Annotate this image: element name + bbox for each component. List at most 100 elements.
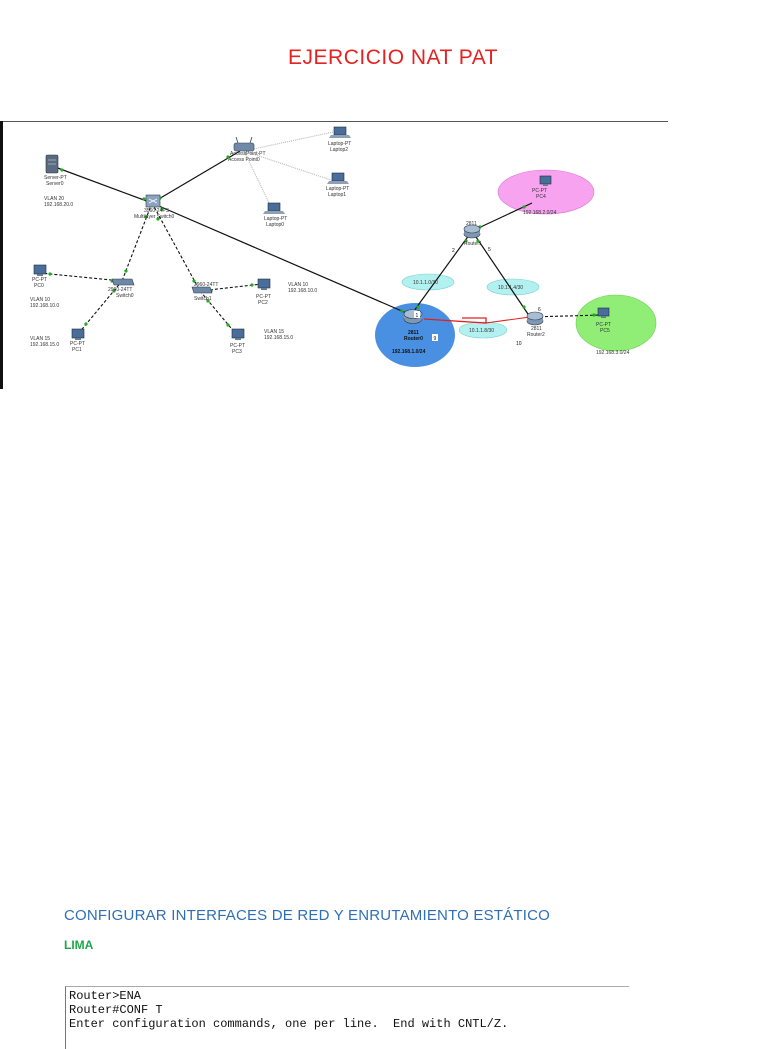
dashed-links [39, 202, 603, 335]
switch1-name-label: Switch1 [194, 296, 212, 302]
pc5-lan-net-label: 192.168.3.0/24 [596, 350, 630, 356]
vlan15-left-net-label: 192.168.15.0 [30, 342, 59, 348]
pc5-type-label: PC-PT [596, 322, 611, 328]
pc3-type-label: PC-PT [230, 343, 245, 349]
wifi-ap0-laptop0 [243, 150, 273, 210]
vlan10-left-name-label: VLAN 10 [30, 297, 50, 303]
vlan10-right-net-label: 192.168.10.0 [288, 288, 317, 294]
link-r1-r2-label-bubble [486, 278, 540, 296]
console-line: Router>ENA [69, 989, 142, 1003]
pc5-icon[interactable] [597, 307, 610, 318]
router0-lan-net-label: 192.168.1.0/24 [392, 349, 426, 355]
router1-type-label: 2811 [466, 221, 477, 227]
link-r0-r1-net-label: 10.1.1.0/30 [413, 280, 438, 286]
laptop1-type-label: Laptop-PT [326, 186, 349, 192]
router2-type-label: 2811 [531, 326, 542, 332]
switch1-icon[interactable] [191, 286, 213, 294]
vlan10-left-net-label: 192.168.10.0 [30, 303, 59, 309]
router2-name-label: Router2 [527, 332, 545, 338]
router2-if-up-number: 6 [538, 307, 541, 313]
router0-if-right-number: 9 [434, 336, 437, 342]
wifi-ap0-laptop2 [243, 130, 339, 152]
pc2-icon[interactable] [257, 278, 271, 290]
link-router1-pc4 [471, 202, 533, 232]
pc5-lan-area [575, 294, 657, 352]
pc4-icon[interactable] [539, 175, 552, 186]
pc1-name-label: PC1 [72, 347, 82, 353]
wireless-links [243, 130, 339, 210]
access-point0-name-label: Access Point0 [228, 157, 260, 163]
router0-lan-area [375, 303, 455, 367]
link-router0-router1 [410, 230, 473, 316]
link-r0-r1-label-bubble [401, 273, 455, 291]
router0-if-up-number: 1 [416, 313, 419, 319]
pc0-name-label: PC0 [34, 283, 44, 289]
link-switch1-pc3 [199, 290, 237, 335]
router2-icon[interactable] [526, 311, 544, 326]
serial-link-r0-r2-end [485, 316, 531, 324]
link-mls0-switch0 [121, 202, 153, 282]
router1-icon[interactable] [463, 224, 481, 239]
ethernet-links [54, 150, 533, 318]
link-mls0-switch1 [151, 202, 201, 292]
multilayer-switch0-icon[interactable] [145, 194, 161, 208]
laptop1-name-label: Laptop1 [328, 192, 346, 198]
pc5-name-label: PC5 [600, 328, 610, 334]
router1-if-left-number: 2 [452, 248, 455, 254]
switch1-type-label: 2960-24TT [194, 282, 218, 288]
pc0-icon[interactable] [33, 264, 47, 276]
laptop2-name-label: Laptop2 [330, 147, 348, 153]
laptop0-icon[interactable] [263, 202, 285, 214]
pc4-type-label: PC-PT [532, 188, 547, 194]
pc1-icon[interactable] [71, 328, 85, 340]
laptop0-name-label: Laptop0 [266, 222, 284, 228]
link-status-markers [48, 155, 596, 327]
vlan20-name-label: VLAN 20 [44, 196, 64, 202]
console-line: Enter configuration commands, one per li… [69, 1017, 509, 1031]
router0-type-label: 2811 [408, 330, 419, 336]
link-router1-router2 [471, 230, 531, 318]
server0-name-label: Server0 [46, 181, 64, 187]
link-r1-r2-net-label: 10.1.1.4/30 [498, 285, 523, 291]
pc3-name-label: PC3 [232, 349, 242, 355]
serial-link-r0-r2 [423, 317, 487, 324]
link-mls0-ap0 [151, 150, 241, 204]
section-title: CONFIGURAR INTERFACES DE RED Y ENRUTAMIE… [64, 907, 551, 924]
server0-type-label: Server-PT [44, 175, 67, 181]
pc4-name-label: PC4 [536, 194, 546, 200]
vlan15-right-name-label: VLAN 15 [264, 329, 284, 335]
laptop2-icon[interactable] [329, 126, 351, 138]
console-line: Router#CONF T [69, 1003, 163, 1017]
pc0-type-label: PC-PT [32, 277, 47, 283]
server0-icon[interactable] [45, 154, 59, 174]
switch0-icon[interactable] [111, 278, 135, 286]
router0-if-right-badge [432, 334, 438, 341]
pc2-name-label: PC2 [258, 300, 268, 306]
router-console-output: Router>ENA Router#CONF T Enter configura… [65, 986, 629, 1049]
router2-if-down-number: 10 [516, 341, 522, 347]
access-point0-type-label: AccessPoint-PT [230, 151, 266, 157]
router1-if-right-number: 5 [488, 247, 491, 253]
pc1-type-label: PC-PT [70, 341, 85, 347]
router0-name-label: Router0 [404, 336, 423, 342]
multilayer-switch0-type-label: 3560-24PS [144, 208, 170, 214]
link-mls0-router0 [151, 202, 412, 316]
router1-name-label: Router1 [464, 241, 482, 247]
access-point0-icon[interactable] [233, 136, 255, 152]
pc3-icon[interactable] [231, 328, 245, 340]
multilayer-switch0-name-label: Multilayer Switch0 [134, 214, 175, 220]
link-r0-r2-net-label: 10.1.1.8/30 [469, 328, 494, 334]
laptop0-type-label: Laptop-PT [264, 216, 287, 222]
laptop1-icon[interactable] [327, 172, 349, 184]
vlan20-net-label: 192.168.20.0 [44, 202, 73, 208]
switch0-name-label: Switch0 [116, 293, 134, 299]
topology-canvas: Server-PT Server0 VLAN 20 192.168.20.0 A… [0, 121, 668, 389]
switch0-type-label: 2960-24TT [108, 287, 132, 293]
link-server0-mls0 [54, 166, 153, 204]
document-title: EJERCICIO NAT PAT [288, 46, 498, 69]
link-r0-r2-label-bubble [458, 321, 508, 339]
network-topology-diagram: Server-PT Server0 VLAN 20 192.168.20.0 A… [0, 121, 668, 389]
vlan10-right-name-label: VLAN 10 [288, 282, 308, 288]
laptop2-type-label: Laptop-PT [328, 141, 351, 147]
vlan15-right-net-label: 192.168.15.0 [264, 335, 293, 341]
